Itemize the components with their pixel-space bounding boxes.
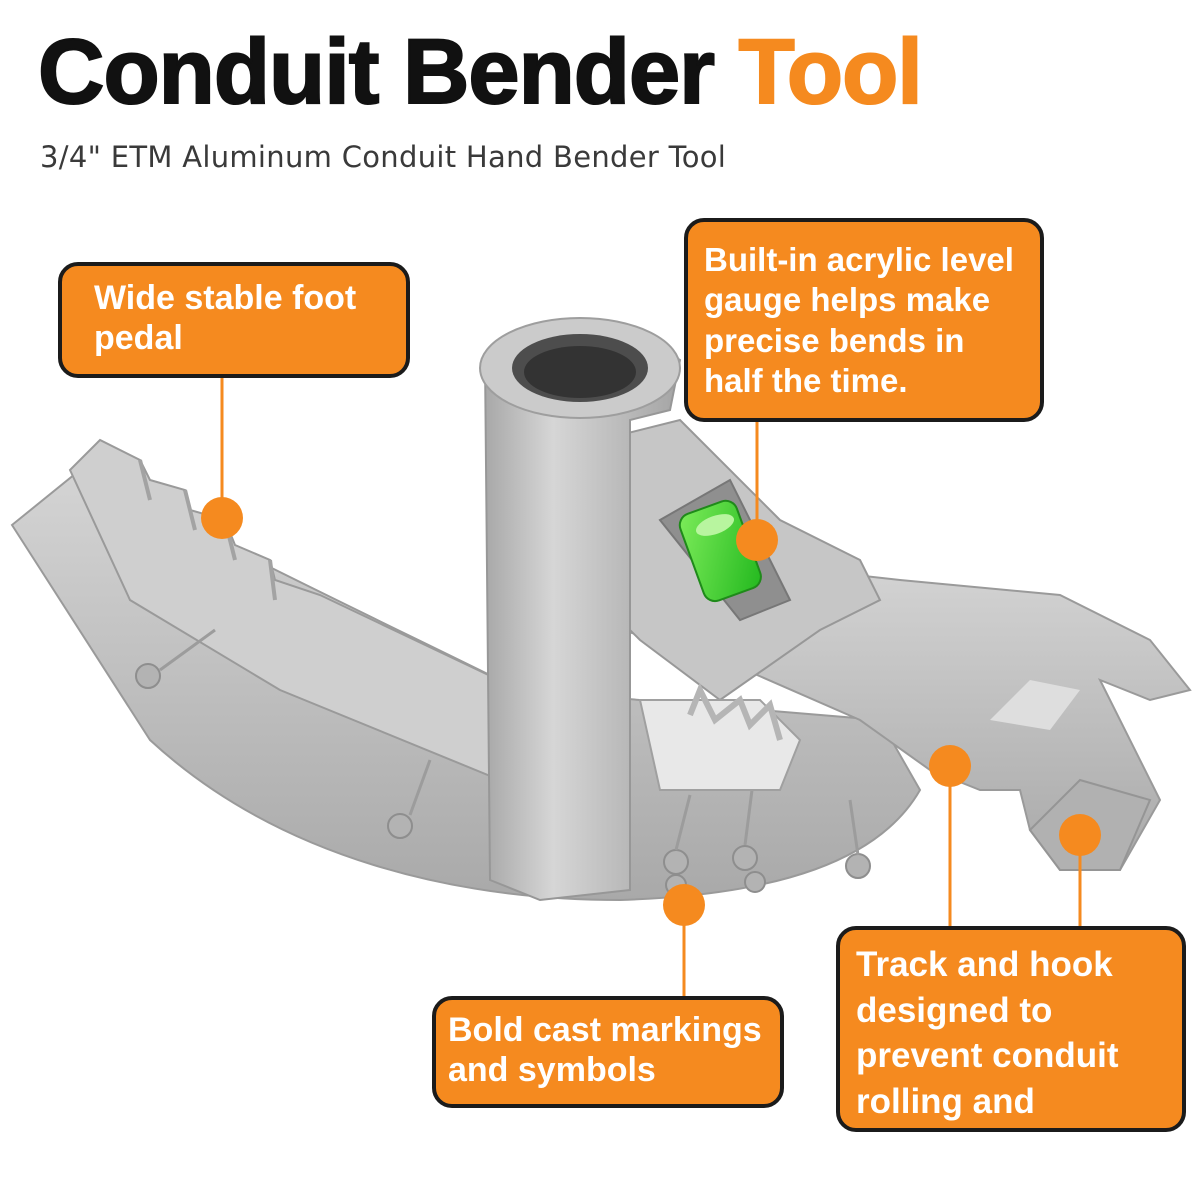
callout-foot-pedal: Wide stable foot pedal [58,262,410,378]
callout-track-hook: Track and hook designed to prevent condu… [836,926,1186,1166]
title-main: Conduit Bender [37,20,716,123]
callout-cast-markings: Bold cast markings and symbols [432,996,784,1108]
page-title: Conduit Bender Tool [37,20,924,123]
foot-pedal [68,438,522,782]
page-subtitle: 3/4" ETM Aluminum Conduit Hand Bender To… [40,140,727,174]
callout-text: Wide stable foot pedal [94,279,357,358]
callout-level-gauge: Built-in acrylic level gauge helps make … [684,218,1044,422]
callout-text: Track and hook designed to prevent condu… [856,945,1119,1166]
callout-dots [201,497,1101,926]
title-accent: Tool [738,20,924,123]
callout-text: Bold cast markings and symbols [448,1011,762,1090]
callout-text: Built-in acrylic level gauge helps make … [704,241,1014,399]
